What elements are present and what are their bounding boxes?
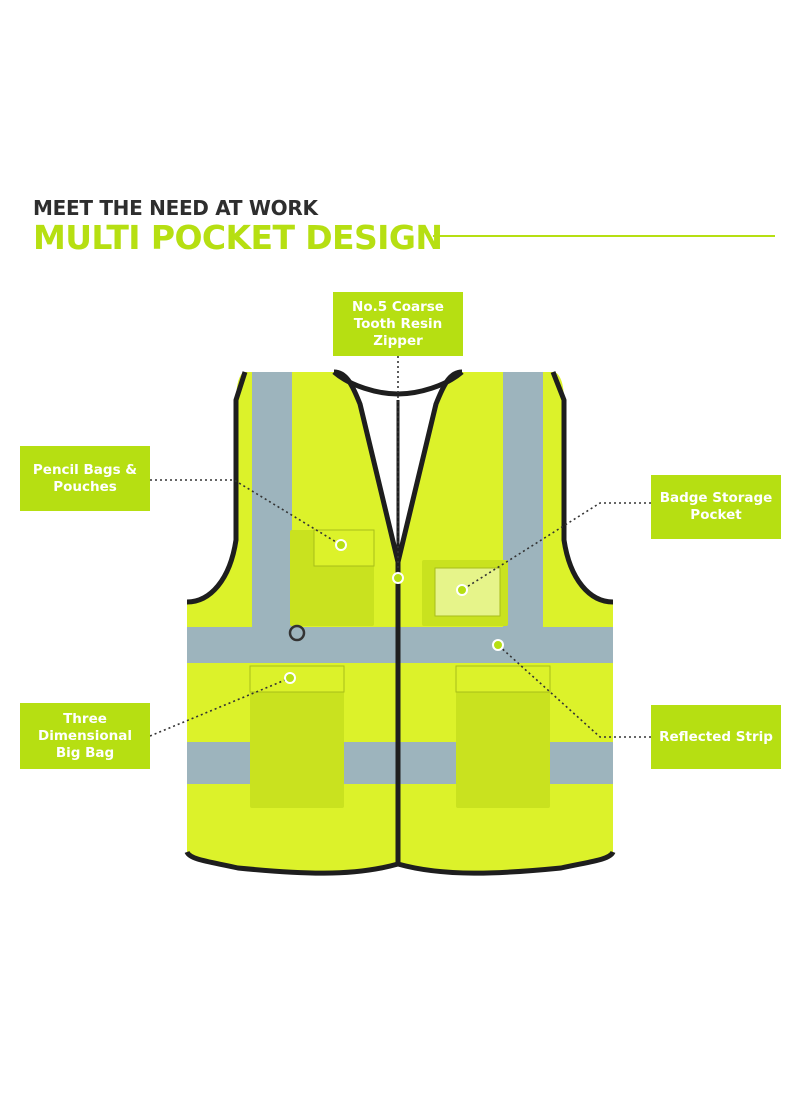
leader-badge <box>461 502 651 591</box>
reflective-strap-right <box>503 372 543 627</box>
dot-three <box>284 672 296 684</box>
callout-zipper: No.5 Coarse Tooth Resin Zipper <box>333 292 463 356</box>
callout-badge-pocket: Badge Storage Pocket <box>651 475 781 539</box>
leader-lines <box>149 356 651 738</box>
dot-badge <box>456 584 468 596</box>
leader-three <box>149 677 291 737</box>
dot-zipper <box>392 572 404 584</box>
d-ring <box>288 624 306 642</box>
heading-divider <box>433 235 775 237</box>
callout-reflected-strip: Reflected Strip <box>651 705 781 769</box>
heading-subtitle: MEET THE NEED AT WORK <box>33 196 318 220</box>
dot-strip <box>492 639 504 651</box>
big-pocket-right <box>456 666 550 808</box>
big-pocket-left <box>250 666 344 808</box>
callout-pencil-bags: Pencil Bags & Pouches <box>20 446 150 511</box>
reflective-strap-left <box>252 372 292 627</box>
heading-title: MULTI POCKET DESIGN <box>33 218 443 257</box>
marker-dots <box>284 539 504 684</box>
callout-big-bag: Three Dimensional Big Bag <box>20 703 150 769</box>
big-pocket-right-flap <box>455 665 551 693</box>
leader-strip <box>497 644 651 738</box>
vest-details <box>249 529 551 808</box>
dot-pencil <box>335 539 347 551</box>
vest-trim <box>184 369 616 876</box>
big-pocket-left-flap <box>249 665 345 693</box>
